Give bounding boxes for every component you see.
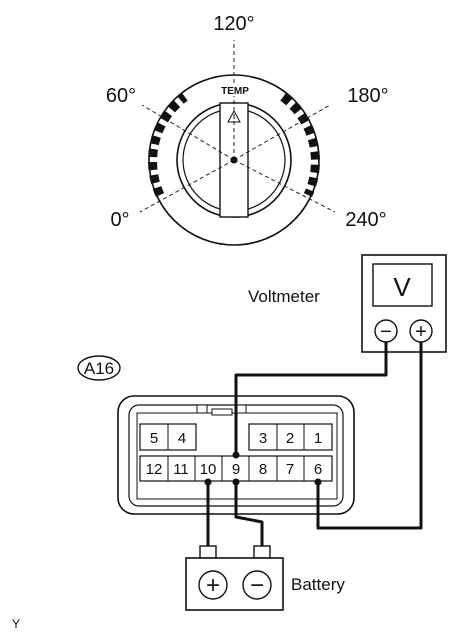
angle-label-120: 120° [213, 13, 254, 35]
pin-8: 8 [259, 461, 267, 478]
pin-6: 6 [314, 461, 322, 478]
pin-12: 12 [146, 461, 163, 478]
warning-icon [227, 109, 241, 123]
angle-label-240: 240° [345, 209, 386, 231]
temp-dial: TEMP 120° 60° 180° 0° 240° [106, 13, 389, 246]
pin-1: 1 [314, 430, 322, 447]
pin-10: 10 [200, 461, 217, 478]
battery-pos-terminal [198, 570, 228, 600]
pin-5: 5 [150, 430, 158, 447]
figure-code: Y [12, 617, 20, 631]
angle-label-60: 60° [106, 85, 136, 107]
angle-label-180: 180° [347, 85, 388, 107]
battery: + − Battery [185, 545, 345, 611]
connector-a16: A16 5 4 3 2 1 12 11 10 9 [77, 355, 355, 515]
battery-neg-post [253, 545, 271, 559]
voltmeter-pos-symbol: + [415, 321, 427, 343]
battery-neg-symbol: − [250, 572, 264, 599]
pin-9: 9 [232, 461, 240, 478]
angle-label-0: 0° [110, 209, 129, 231]
battery-label: Battery [291, 575, 345, 594]
battery-neg-terminal [242, 570, 272, 600]
voltmeter: V − + Voltmeter [248, 254, 447, 353]
connector-id-badge [77, 355, 121, 381]
dial-center-dot [230, 156, 238, 164]
voltmeter-label: Voltmeter [248, 287, 320, 306]
pin-2: 2 [286, 430, 294, 447]
voltmeter-display-symbol: V [393, 272, 411, 302]
pin-4: 4 [178, 430, 186, 447]
pin-11: 11 [173, 461, 189, 478]
wire-pin9-to-battery-neg [234, 482, 264, 546]
voltmeter-display [372, 263, 433, 307]
dial-scale-left [148, 93, 188, 197]
battery-pos-post [199, 545, 217, 559]
test-leads [206, 342, 423, 546]
voltmeter-neg-symbol: − [380, 321, 392, 343]
dial-angle-lines [139, 40, 336, 213]
wire-voltmeter-pos-to-pin6 [316, 342, 423, 530]
pin-7: 7 [286, 461, 294, 478]
battery-pos-symbol: + [206, 572, 220, 599]
dial-center-label: TEMP [221, 86, 249, 97]
connector-id: A16 [84, 359, 114, 378]
probe-points [204, 451, 322, 486]
wire-voltmeter-neg-to-pin9 [234, 342, 388, 455]
pin-3: 3 [259, 430, 267, 447]
dial-scale-right [280, 93, 320, 197]
